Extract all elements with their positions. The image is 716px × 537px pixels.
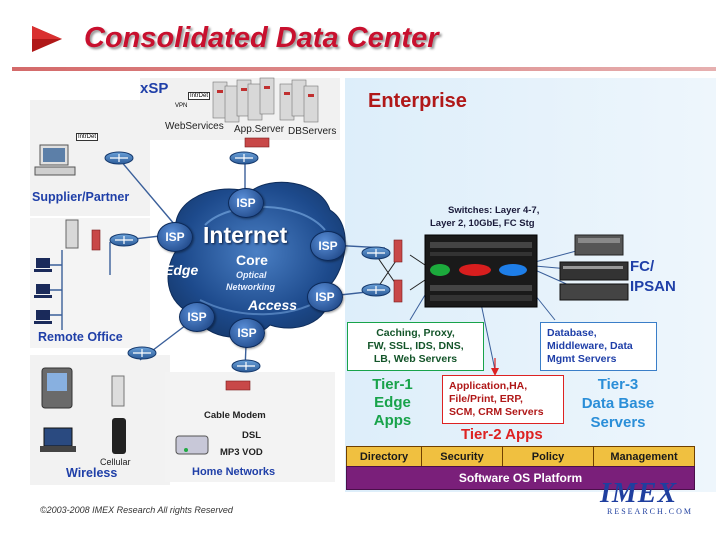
imex-logo: IMEX <box>600 478 678 509</box>
wireless-label: Wireless <box>66 466 118 480</box>
remote-office-server <box>65 219 79 249</box>
tier3-label: Tier-3 Data Base Servers <box>568 375 668 432</box>
remote-office-label: Remote Office <box>38 330 123 344</box>
tier1-label-line: Edge <box>374 394 411 411</box>
enterprise-label: Enterprise <box>368 90 467 112</box>
tier3-box: Database, Middleware, Data Mgmt Servers <box>540 322 657 371</box>
supplier-intrdet-label: IntrDet <box>76 133 99 141</box>
platform-security: Security <box>421 446 503 468</box>
platform-directory: Directory <box>346 446 422 468</box>
tier2-box-line: File/Print, ERP, <box>449 393 523 405</box>
isp-badge-right-top: ISP <box>310 231 346 261</box>
tier1-label-line: Tier-1 <box>372 376 413 393</box>
tier3-box-line: Database, <box>547 327 597 339</box>
copyright-text: ©2003-2008 IMEX Research All rights Rese… <box>40 505 233 515</box>
home-networks-label: Home Networks <box>192 466 276 478</box>
isp-badge-top: ISP <box>228 188 264 218</box>
tier1-box: Caching, Proxy, FW, SSL, IDS, DNS, LB, W… <box>347 322 484 371</box>
ipsan-label: IPSAN <box>630 278 676 295</box>
title-divider <box>12 67 716 71</box>
software-os-platform: Software OS Platform <box>346 466 695 490</box>
xsp-label: xSP <box>140 80 169 97</box>
xsp-vpn-label: VPN <box>175 103 188 109</box>
tier2-label: Tier-2 Apps <box>461 426 543 443</box>
home-networks-panel <box>165 372 335 482</box>
isp-badge-bottom: ISP <box>229 318 265 348</box>
xsp-intrdet-label: IntrDet <box>188 92 211 100</box>
app-server-label: App.Server <box>234 124 285 135</box>
mp3-vod-label: MP3 VOD <box>220 447 263 458</box>
tier3-label-line: Servers <box>590 414 646 431</box>
tier1-box-line: LB, Web Servers <box>373 353 458 365</box>
internet-label: Internet <box>203 222 288 248</box>
supplier-partner-label: Supplier/Partner <box>32 190 130 204</box>
fc-label: FC/ <box>630 258 655 275</box>
tier3-box-line: Mgmt Servers <box>547 353 617 365</box>
tier1-box-line: FW, SSL, IDS, DNS, <box>367 340 464 352</box>
xsp-servers <box>212 77 319 123</box>
web-services-label: WebServices <box>165 121 224 132</box>
db-servers-label: DBServers <box>288 126 337 137</box>
optical-label: Optical <box>236 270 267 280</box>
cable-modem-label: Cable Modem <box>204 410 266 421</box>
switches-line-2: Layer 2, 10GbE, FC Stg <box>430 218 535 229</box>
cellular-label: Cellular <box>100 457 131 467</box>
tier2-box: Application,HA, File/Print, ERP, SCM, CR… <box>442 375 564 424</box>
core-label: Core <box>236 252 268 268</box>
imex-logo-sub: RESEARCH.COM <box>607 507 694 516</box>
switches-line-1: Switches: Layer 4-7, <box>448 205 540 216</box>
tier1-box-line: Caching, Proxy, <box>376 327 455 339</box>
firewall-icons <box>91 137 403 391</box>
core-switch-rack <box>424 234 538 308</box>
remote-office-pcs <box>34 258 52 324</box>
home-modem <box>175 435 209 455</box>
wireless-devices <box>40 367 126 454</box>
tier2-box-line: Application,HA, <box>449 380 528 392</box>
tier3-box-line: Middleware, Data <box>547 340 633 352</box>
platform-management: Management <box>593 446 695 468</box>
tier3-label-line: Tier-3 <box>597 376 639 393</box>
isp-badge-bottom-left: ISP <box>179 302 215 332</box>
page-title: Consolidated Data Center <box>84 22 439 54</box>
router-icons <box>104 151 391 373</box>
networking-label: Networking <box>226 282 276 292</box>
isp-badge-left: ISP <box>157 222 193 252</box>
tier2-box-line: SCM, CRM Servers <box>449 406 544 418</box>
isp-badge-right-bottom: ISP <box>307 282 343 312</box>
supplier-pc <box>34 144 76 176</box>
access-label: Access <box>248 297 298 313</box>
tier3-label-line: Data Base <box>581 395 655 412</box>
title-arrow-icon <box>32 26 62 52</box>
tier1-label-line: Apps <box>373 412 412 429</box>
platform-policy: Policy <box>502 446 594 468</box>
san-storage <box>559 234 629 301</box>
dsl-label: DSL <box>242 430 261 441</box>
edge-label: Edge <box>164 262 199 278</box>
tier1-label: Tier-1 Edge Apps <box>360 376 425 430</box>
